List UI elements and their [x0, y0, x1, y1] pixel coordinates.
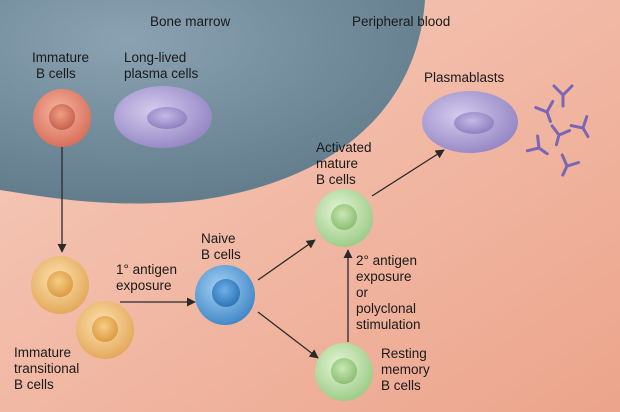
- antibody-icon: [525, 134, 549, 156]
- region-label-peripheral-blood: Peripheral blood: [352, 14, 451, 29]
- label-immature-b-cells: Immature B cells: [32, 50, 90, 81]
- antibody-icons: [525, 84, 590, 177]
- transitional-b-cell-upper: [31, 256, 89, 314]
- region-label-bone-marrow: Bone marrow: [150, 14, 231, 29]
- antibody-icon: [550, 124, 572, 147]
- label-long-lived-plasma-cells: Long-lived plasma cells: [124, 50, 199, 81]
- antibody-icon: [552, 84, 574, 108]
- antibody-icon: [560, 153, 581, 177]
- label-naive-b-cells: Naive B cells: [201, 231, 241, 262]
- resting-memory-b-cell: [315, 343, 373, 401]
- label-plasmablasts: Plasmablasts: [424, 70, 505, 85]
- activated-mature-b-cell: [315, 189, 373, 247]
- long-lived-plasma-cell: [114, 86, 212, 148]
- label-secondary-antigen-exposure: 2° antigen exposure or polyclonal stimul…: [356, 253, 421, 332]
- arrow-naive-to-memory: [257, 311, 319, 359]
- antibody-icon: [534, 99, 555, 123]
- antibody-icon: [569, 115, 590, 139]
- label-activated-mature-b-cells: Activated mature B cells: [316, 140, 372, 187]
- bone-marrow-region: [0, 0, 425, 204]
- label-primary-antigen-exposure: 1° antigen exposure: [116, 262, 177, 293]
- plasmablast-cell: [422, 91, 518, 153]
- immature-b-cell: [33, 89, 91, 147]
- arrow-activated-to-plasmablasts: [371, 149, 445, 197]
- label-immature-transitional-b-cells: Immature transitional B cells: [14, 345, 80, 392]
- label-resting-memory-b-cells: Resting memory B cells: [381, 346, 430, 393]
- naive-b-cell: [195, 265, 255, 325]
- transitional-b-cell-lower: [76, 301, 134, 359]
- arrow-naive-to-activated: [257, 239, 316, 281]
